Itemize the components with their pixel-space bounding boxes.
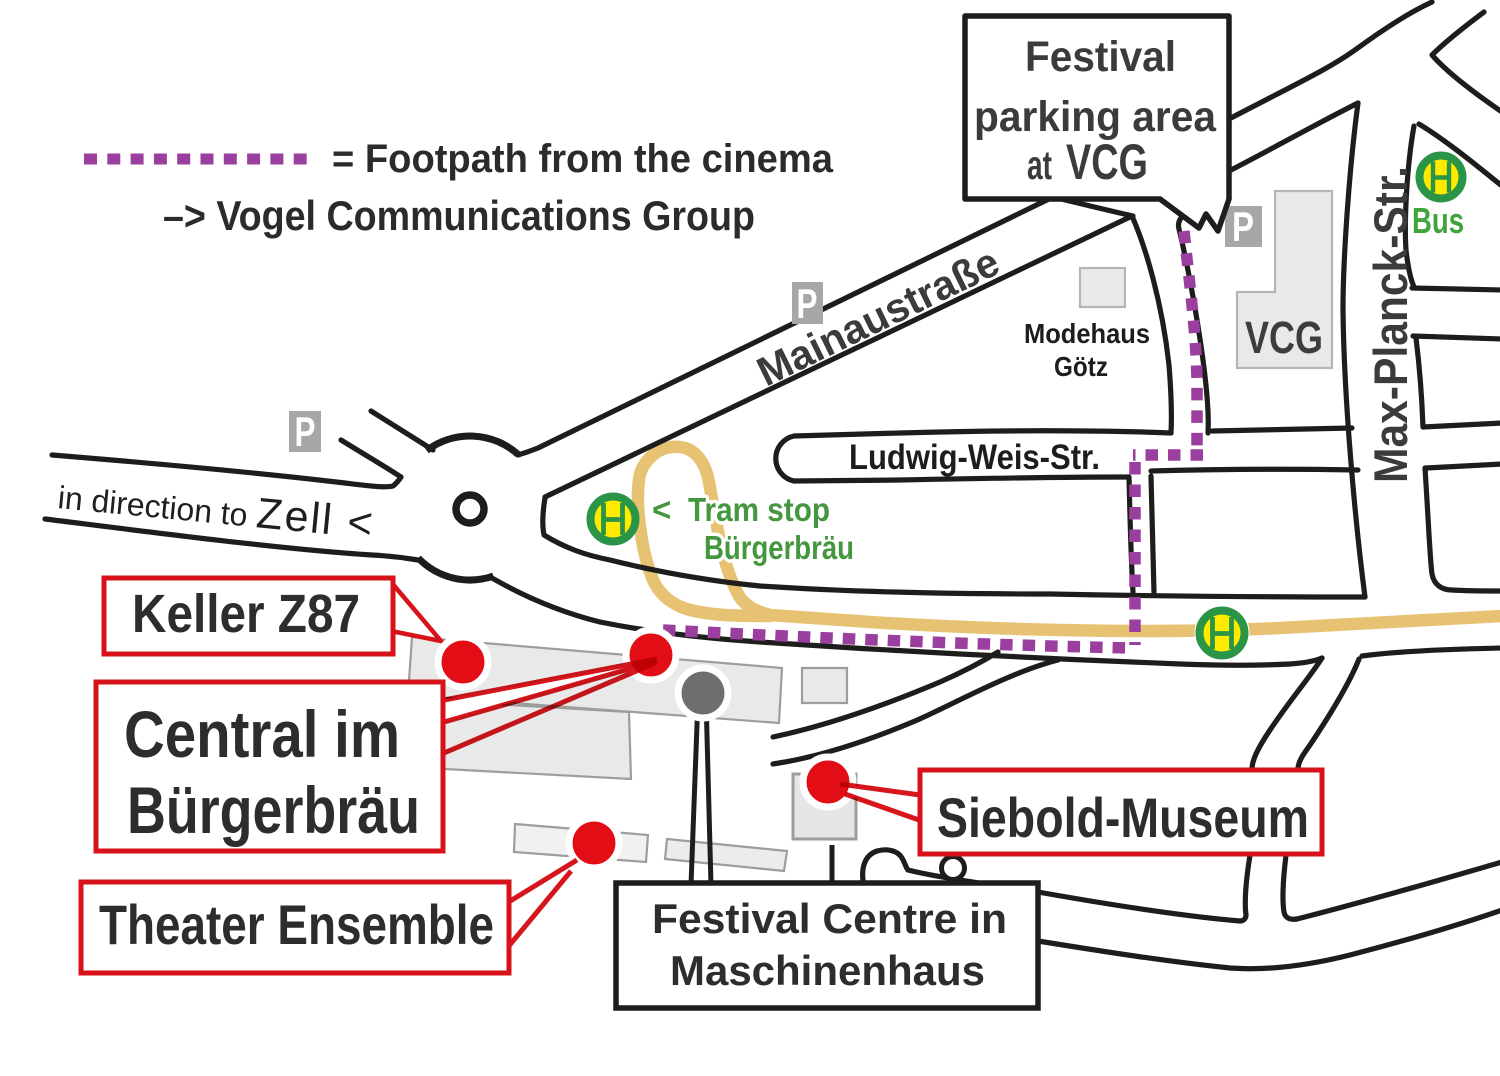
svg-text:P: P	[1232, 203, 1254, 250]
svg-text:Festival: Festival	[1025, 33, 1176, 81]
svg-text:Bürgerbräu: Bürgerbräu	[704, 529, 854, 566]
svg-text:Max-Planck-Str.: Max-Planck-Str.	[1364, 166, 1417, 483]
svg-text:Bus: Bus	[1412, 200, 1464, 241]
svg-text:Keller Z87: Keller Z87	[132, 584, 360, 644]
svg-text:Maschinenhaus: Maschinenhaus	[670, 947, 985, 994]
svg-text:Siebold-Museum: Siebold-Museum	[937, 786, 1309, 849]
svg-text:P: P	[295, 408, 316, 455]
svg-text:Theater Ensemble: Theater Ensemble	[99, 893, 494, 956]
svg-text:VCG: VCG	[1245, 312, 1323, 363]
svg-text:Tram stop: Tram stop	[688, 491, 830, 528]
svg-text:Bürgerbräu: Bürgerbräu	[127, 773, 420, 847]
svg-text:<: <	[652, 491, 671, 528]
svg-text:parking area: parking area	[974, 93, 1217, 141]
svg-text:P: P	[797, 280, 818, 327]
svg-text:–> Vogel Communications Group: –> Vogel Communications Group	[163, 192, 755, 239]
svg-text:Götz: Götz	[1054, 351, 1108, 382]
svg-text:Modehaus: Modehaus	[1024, 318, 1150, 349]
svg-text:= Footpath from the cinema: = Footpath from the cinema	[332, 137, 834, 181]
svg-text:Festival Centre in: Festival Centre in	[652, 895, 1007, 942]
svg-text:Central im: Central im	[124, 697, 400, 771]
svg-text:Ludwig-Weis-Str.: Ludwig-Weis-Str.	[849, 438, 1100, 477]
